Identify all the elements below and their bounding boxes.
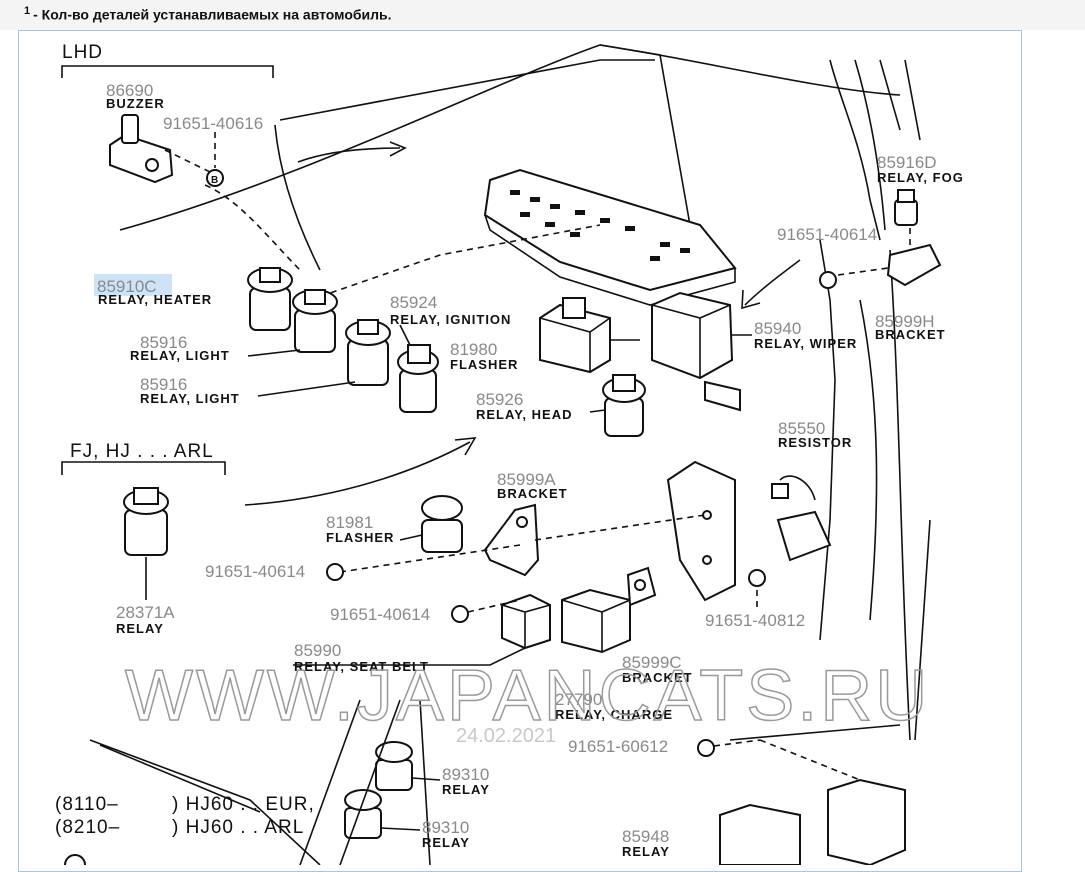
part-number: 85926 [476, 390, 523, 409]
part-name: RELAY, SEAT BELT [294, 659, 429, 674]
part-number: 85940 [754, 319, 801, 338]
part-name: BRACKET [622, 670, 693, 685]
relay-89310-a [375, 741, 441, 791]
part-number: 85550 [778, 419, 825, 438]
relay-block-plate [309, 168, 737, 306]
watermark: WWW.JAPANCATS.RU 24.02.2021 [124, 655, 930, 747]
part-name: BRACKET [875, 327, 946, 342]
flasher-81980 [539, 297, 640, 374]
watermark-site: WWW.JAPANCATS.RU [125, 656, 930, 736]
highlight-box [94, 274, 172, 296]
part-name: RELAY, CHARGE [555, 707, 673, 722]
part-number: 81981 [326, 513, 373, 532]
part-number: 27790 [555, 690, 602, 709]
part-number: 91651-40812 [705, 611, 805, 630]
part-name: RELAY, HEAD [476, 407, 572, 422]
part-number: 85999H [875, 312, 935, 331]
flow-arrows [244, 141, 801, 506]
relay-light-85916-b [257, 319, 391, 397]
group-label-fj: FJ, HJ . . . ARL [70, 441, 214, 462]
mount-rail [299, 699, 431, 865]
part-number: 85916 [140, 333, 187, 352]
corner-bolt [64, 854, 86, 865]
part-number: 89310 [422, 818, 469, 837]
part-number: 85916 [140, 375, 187, 394]
part-number: 85924 [390, 293, 437, 312]
part-name: BRACKET [497, 486, 568, 501]
bracket-85999c [626, 566, 657, 607]
part-number: 86690 [106, 81, 153, 100]
part-number: 85948 [622, 827, 669, 846]
part-name: BUZZER [106, 96, 165, 111]
lhd-bracket [61, 65, 274, 78]
part-number: 91651-60612 [568, 737, 668, 756]
relay-ignition-85924 [397, 324, 439, 413]
part-number: 91651-40614 [205, 562, 305, 581]
part-name: RELAY, HEATER [98, 292, 212, 307]
part-name: RELAY, LIGHT [140, 391, 240, 406]
part-name: FLASHER [326, 530, 394, 545]
resistor-85550 [771, 475, 832, 562]
part-number: 85999C [622, 653, 682, 672]
part-number: 85916D [877, 153, 937, 172]
part-name: FLASHER [450, 357, 518, 372]
footnote: 1- Кол-во деталей устанавливаемых на авт… [24, 5, 392, 23]
part-name: RELAY [422, 835, 470, 850]
part-name: RESISTOR [778, 435, 852, 450]
variant-codes: (8110– ) HJ60 . . EUR, (8210– ) HJ60 . .… [55, 794, 315, 838]
footnote-bar [0, 0, 1085, 30]
part-number: 28371A [116, 603, 175, 622]
buzzer-86690: B [109, 114, 301, 271]
relay-light-85916-a [247, 289, 338, 357]
part-number: 85990 [294, 641, 341, 660]
relay-85948 [719, 739, 906, 865]
relay-seat-belt-85990 [293, 593, 551, 666]
part-name: RELAY, FOG [877, 170, 964, 185]
part-name: RELAY, IGNITION [390, 312, 511, 327]
relay-head-85926 [589, 374, 646, 437]
variant-desc: ) HJ60 . . EUR, [172, 794, 315, 815]
relay-fog-85916d [819, 189, 942, 289]
watermark-date: 24.02.2021 [456, 725, 556, 747]
part-number: 81980 [450, 340, 497, 359]
relay-28371a [123, 487, 169, 600]
part-name: RELAY, WIPER [754, 336, 857, 351]
part-number: 91651-40614 [330, 605, 430, 624]
mount-plate [534, 460, 766, 610]
bracket-85999a [339, 503, 540, 577]
variant-code: (8110– [55, 794, 119, 815]
part-callouts: 86690 BUZZER 91651-40616 85910C RELAY, H… [94, 81, 964, 859]
relay-heater-85910c [247, 267, 293, 331]
relay-wiper-85940 [651, 291, 752, 412]
part-number: 85999A [497, 470, 556, 489]
part-name: RELAY [442, 782, 490, 797]
bolt-label: B [211, 175, 218, 186]
variant-code: (8210– [55, 817, 120, 838]
flasher-81981 [399, 495, 463, 553]
part-name: RELAY, LIGHT [130, 348, 230, 363]
variant-desc: ) HJ60 . . ARL [172, 817, 304, 838]
relay-89310-b [344, 789, 421, 839]
part-name: RELAY [622, 844, 670, 859]
footnote-marker: 1 [24, 5, 31, 17]
part-number: 91651-40614 [777, 225, 877, 244]
footnote-text: - Кол-во деталей устанавливаемых на авто… [33, 6, 392, 23]
part-number: 89310 [442, 765, 489, 784]
part-name: RELAY [116, 621, 164, 636]
relay-charge-27790 [561, 588, 631, 654]
group-labels: LHD FJ, HJ . . . ARL [62, 42, 214, 462]
part-number: 91651-40616 [163, 114, 263, 133]
part-number: 85910C [97, 277, 157, 296]
group-label-lhd: LHD [62, 42, 103, 63]
bolt-markers [326, 563, 761, 757]
fj-bracket [61, 461, 226, 475]
